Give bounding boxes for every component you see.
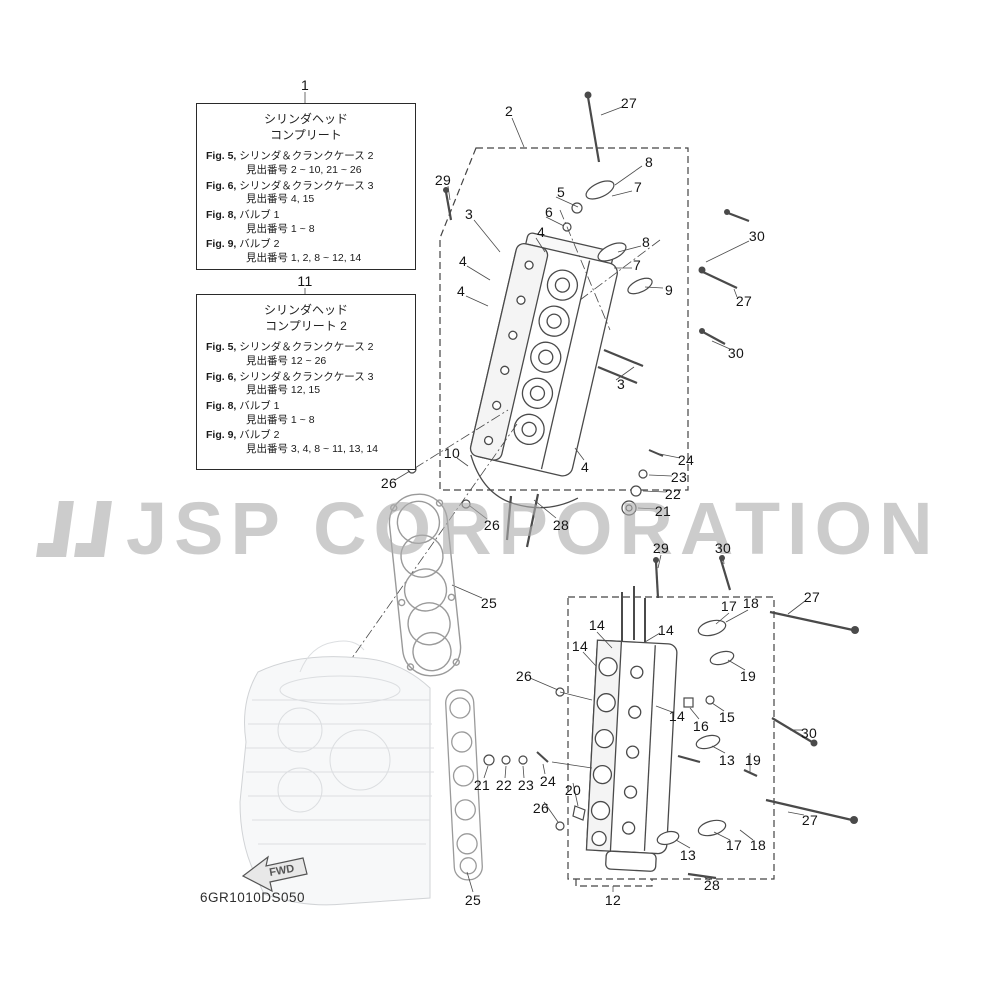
info-box-1-detail-4: 見出番号 1, 2, 8 ~ 12, 14: [246, 251, 362, 264]
info-box-1-row-3: Fig. 8, バルブ 1: [206, 209, 406, 223]
fig-name: シリンダ＆クランクケース 3: [239, 370, 374, 383]
info-box-1-row-4: Fig. 9, バルブ 2: [206, 238, 406, 252]
fig-name: バルブ 1: [239, 208, 280, 221]
bolt-drawings-lower: [654, 559, 854, 880]
info-box-2-row-1: Fig. 5, シリンダ＆クランクケース 2: [206, 341, 406, 355]
fig-name: シリンダ＆クランクケース 3: [239, 179, 374, 192]
engine-block-faded-drawing: [239, 640, 434, 906]
info-box-2-detail-1: 見出番号 12 ~ 26: [246, 355, 327, 368]
bolt-drawings-upper: [444, 96, 750, 548]
upper-assembly-boundary: [439, 147, 689, 491]
cylinder-gasket-lower-drawing: [445, 689, 483, 881]
info-box-1-title-line1: シリンダヘッド: [263, 112, 348, 126]
info-box-2-row-2: Fig. 6, シリンダ＆クランクケース 3: [206, 371, 406, 385]
fwd-label: FWD: [268, 863, 295, 879]
info-box-cylinder-head-complete: シリンダヘッド コンプリート Fig. 5, シリンダ＆クランクケース 2 見出…: [196, 103, 416, 270]
head-gasket-drawing: [388, 493, 462, 677]
cam-cap-drawings-lower: [656, 619, 735, 846]
fig-ref: Fig. 9,: [206, 429, 237, 442]
leader-lines-upper: [304, 92, 750, 599]
fig-ref: Fig. 5,: [206, 341, 237, 354]
fig-ref: Fig. 8,: [206, 399, 237, 412]
info-box-2-row-3: Fig. 8, バルブ 1: [206, 400, 406, 414]
fig-ref: Fig. 5,: [206, 150, 237, 163]
fig-ref: Fig. 8,: [206, 208, 237, 221]
info-box-2-title-line1: シリンダヘッド: [263, 303, 348, 317]
info-box-2-detail-3: 見出番号 1 ~ 8: [246, 413, 315, 426]
info-box-2-row-4: Fig. 9, バルブ 2: [206, 429, 406, 443]
info-box-1-title-line2: コンプリート: [270, 128, 342, 143]
construction-lines: [351, 209, 661, 659]
fig-ref: Fig. 9,: [206, 238, 237, 251]
info-box-1-detail-1: 見出番号 2 ~ 10, 21 ~ 26: [246, 164, 362, 177]
fig-name: シリンダ＆クランクケース 2: [239, 150, 374, 163]
info-box-1-row-1: Fig. 5, シリンダ＆クランクケース 2: [206, 150, 406, 164]
info-box-1-detail-2: 見出番号 4, 15: [246, 193, 315, 206]
cylinder-head-lower-drawing: [585, 639, 678, 872]
fig-name: シリンダ＆クランクケース 2: [239, 341, 374, 354]
fig-ref: Fig. 6,: [206, 179, 237, 192]
info-box-2-title-line2: コンプリート 2: [265, 319, 347, 334]
stud-drawings: [621, 586, 646, 642]
fig-ref: Fig. 6,: [206, 370, 237, 383]
info-box-2-title: シリンダヘッド コンプリート 2: [206, 302, 406, 334]
info-box-1-title: シリンダヘッド コンプリート: [206, 111, 406, 143]
info-box-2-detail-4: 見出番号 3, 4, 8 ~ 11, 13, 14: [246, 442, 378, 455]
info-box-2-detail-2: 見出番号 12, 15: [246, 384, 321, 397]
bolt-heads-upper: [443, 91, 730, 334]
fig-name: バルブ 2: [239, 238, 280, 251]
info-box-1-detail-3: 見出番号 1 ~ 8: [246, 222, 315, 235]
hardware-drawings-lower: [483, 687, 593, 831]
info-box-cylinder-head-complete-2: シリンダヘッド コンプリート 2 Fig. 5, シリンダ＆クランクケース 2 …: [196, 294, 416, 470]
fig-name: バルブ 2: [239, 429, 280, 442]
lower-assembly-boundary: [567, 596, 775, 887]
cylinder-head-upper-drawing: [469, 232, 618, 509]
fig-name: バルブ 1: [239, 399, 280, 412]
bolt-heads-lower: [653, 555, 859, 824]
drawing-code: 6GR1010DS050: [200, 890, 306, 905]
cam-cap-drawings-upper: [562, 180, 653, 295]
info-box-1-row-2: Fig. 6, シリンダ＆クランクケース 3: [206, 180, 406, 194]
fwd-arrow: FWD: [241, 855, 308, 893]
leader-lines-lower: [466, 554, 806, 893]
